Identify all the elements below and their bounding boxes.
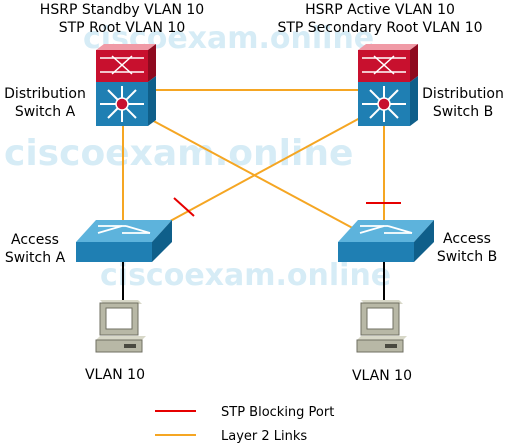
distribution-switch-a[interactable] [96, 44, 156, 126]
legend-links-label: Layer 2 Links [221, 429, 307, 444]
watermark-bottom: ciscoexam.online [100, 258, 391, 293]
workgroup-switch-icon [338, 242, 414, 262]
access-a-name-line1: Access [11, 232, 59, 248]
watermark-middle: ciscoexam.online [4, 133, 353, 174]
host-a[interactable] [95, 300, 146, 353]
distribution-switch-b[interactable] [358, 44, 418, 126]
legend-blocking-label: STP Blocking Port [221, 405, 334, 420]
router-module-top [358, 44, 418, 50]
dist-a-role-line2: STP Root VLAN 10 [59, 20, 186, 36]
dist-b-role-line1: HSRP Active VLAN 10 [305, 2, 455, 18]
legend: STP Blocking Port Layer 2 Links [155, 405, 334, 444]
dist-b-name-line1: Distribution [422, 86, 504, 102]
host-b-label: VLAN 10 [352, 368, 412, 384]
router-module-top [96, 44, 156, 50]
access-switch-b[interactable] [338, 220, 434, 262]
stp-blocking-markers [173, 197, 401, 217]
dist-a-name-line1: Distribution [4, 86, 86, 102]
dist-b-name-line2: Switch B [433, 104, 493, 120]
layer2-links [122, 89, 385, 233]
dist-a-name-line2: Switch A [15, 104, 76, 120]
host-links [122, 262, 385, 302]
access-switch-a[interactable] [76, 220, 172, 262]
access-b-name-line2: Switch B [437, 249, 497, 265]
blocking-port-accessa [173, 197, 195, 217]
computer-base-icon [95, 339, 143, 353]
host-a-label: VLAN 10 [85, 367, 145, 383]
dist-b-role-line2: STP Secondary Root VLAN 10 [277, 20, 482, 36]
workgroup-switch-icon [76, 242, 152, 262]
host-b[interactable] [356, 300, 407, 353]
access-b-name-line1: Access [443, 231, 491, 247]
link-distb-accessa [149, 117, 361, 233]
computer-base-icon [356, 339, 404, 353]
dist-a-role-line1: HSRP Standby VLAN 10 [40, 2, 204, 18]
access-a-name-line2: Switch A [5, 250, 66, 266]
